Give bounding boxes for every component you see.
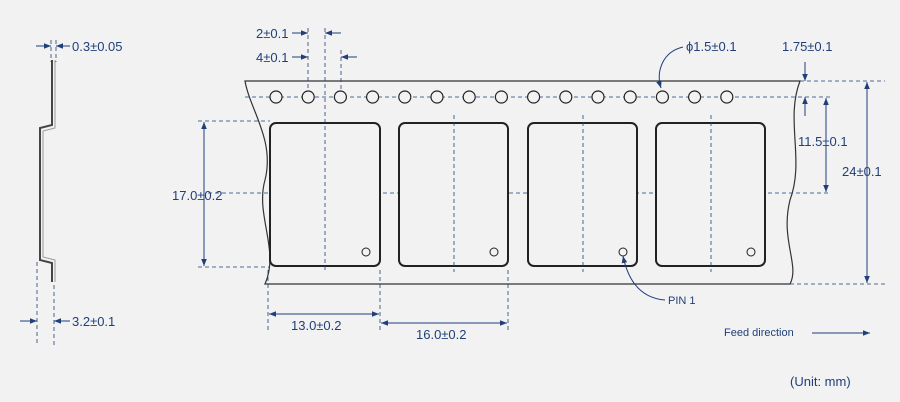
pin1-dot-4 xyxy=(746,247,756,257)
feed-direction-label: Feed direction xyxy=(724,327,794,339)
pin1-dot-1 xyxy=(361,247,371,257)
pocket-pitch-label: 16.0±0.2 xyxy=(416,327,467,342)
pocket-2 xyxy=(398,122,509,267)
pin1-dot-2 xyxy=(489,247,499,257)
pocket-height-label: 17.0±0.2 xyxy=(172,188,223,203)
feed-direction: Feed direction xyxy=(724,327,870,339)
hole-edge-label: 1.75±0.1 xyxy=(782,39,833,54)
sprocket-hole xyxy=(301,90,315,104)
hole-offset-dims: 2±0.1 4±0.1 xyxy=(256,26,357,90)
pocket-width-dims: 13.0±0.2 16.0±0.2 xyxy=(267,270,509,342)
sprocket-hole xyxy=(591,90,605,104)
sprocket-hole xyxy=(398,90,412,104)
pocket-width-label: 13.0±0.2 xyxy=(291,318,342,333)
pin1-dot-3 xyxy=(618,247,628,257)
sprocket-hole xyxy=(655,90,670,104)
side-thickness-label: 0.3±0.05 xyxy=(72,39,123,54)
sprocket-hole xyxy=(494,90,508,104)
tape-top-view xyxy=(208,28,832,285)
unit-note: (Unit: mm) xyxy=(790,374,851,389)
hole-edge-dim: 1.75±0.1 xyxy=(782,39,833,116)
hole-diameter-dim: ϕ1.5±0.1 xyxy=(656,39,737,89)
pin1-callout: PIN 1 xyxy=(621,255,696,307)
tape-width-label: 24±0.1 xyxy=(842,164,882,179)
side-view: 0.3±0.05 3.2±0.1 xyxy=(20,39,123,345)
tape-width-dim: 24±0.1 xyxy=(790,80,885,285)
pin1-label: PIN 1 xyxy=(668,295,696,307)
hole-pitch-label: 4±0.1 xyxy=(256,50,288,65)
pocket-center-label: 11.5±0.1 xyxy=(798,134,848,149)
sprocket-hole xyxy=(687,90,702,104)
sprocket-hole xyxy=(623,90,637,104)
hole-diameter-label: ϕ1.5±0.1 xyxy=(686,39,737,54)
side-depth-label: 3.2±0.1 xyxy=(72,314,115,329)
pocket-3 xyxy=(527,122,638,267)
sprocket-holes xyxy=(269,90,734,104)
sprocket-hole xyxy=(720,90,734,104)
pocket-4 xyxy=(655,122,766,267)
sprocket-hole xyxy=(430,90,444,104)
pocket-1 xyxy=(269,122,381,267)
sprocket-hole xyxy=(559,90,573,104)
sprocket-hole xyxy=(462,90,476,104)
sprocket-hole xyxy=(269,90,283,104)
sprocket-hole xyxy=(366,90,380,104)
tape-profile xyxy=(39,60,53,282)
tape-profile-inner xyxy=(42,60,56,282)
sprocket-hole xyxy=(526,90,541,104)
sprocket-hole xyxy=(333,90,347,104)
hole-offset-label: 2±0.1 xyxy=(256,26,288,41)
pocket-height-dim: 17.0±0.2 xyxy=(172,120,270,268)
pocket-center-dim: 11.5±0.1 xyxy=(798,98,848,192)
